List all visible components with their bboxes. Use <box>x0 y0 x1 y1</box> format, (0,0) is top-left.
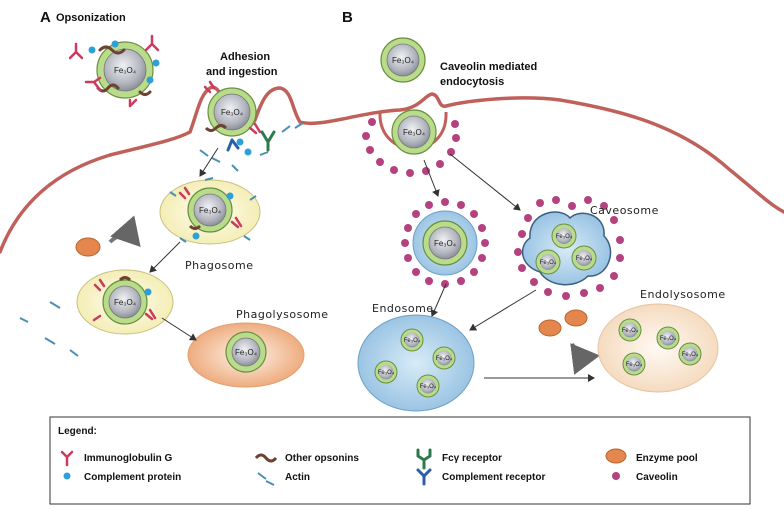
arrow-caveola-to-vesicle <box>423 159 440 197</box>
svg-text:Fe₃O₄: Fe₃O₄ <box>199 206 221 215</box>
svg-text:Fe₃O₄: Fe₃O₄ <box>682 352 699 358</box>
caveolin-label-line1: Caveolin mediated <box>440 61 537 73</box>
endosome-label: Endosome <box>372 302 434 315</box>
phagolysosome: Fe₃O₄ <box>187 322 305 388</box>
cell-membrane <box>0 85 784 254</box>
svg-text:Fe₃O₄: Fe₃O₄ <box>626 362 643 368</box>
svg-text:Fe₃O₄: Fe₃O₄ <box>114 66 136 75</box>
legend: Legend: Immunoglobulin G Complement prot… <box>49 416 751 505</box>
arrow-phagosome2-to-phagolysosome <box>161 317 197 341</box>
ingesting-nanoparticle: Fe₃O₄ <box>203 80 276 156</box>
enzyme-pool-b1 <box>538 319 562 337</box>
actin-icon <box>257 472 275 486</box>
svg-text:Complement receptor: Complement receptor <box>442 472 545 483</box>
svg-text:Complement protein: Complement protein <box>84 472 181 483</box>
enzyme-arrow-a <box>108 215 141 248</box>
adhesion-label-line2: and ingestion <box>206 66 278 78</box>
phagosome-2: Fe₃O₄ <box>76 269 174 335</box>
svg-text:Caveolin: Caveolin <box>636 472 678 483</box>
svg-text:Fe₃O₄: Fe₃O₄ <box>404 338 421 344</box>
legend-item-enzyme-pool: Enzyme pool <box>605 448 698 464</box>
legend-item-complement-receptor: Complement receptor <box>416 468 545 486</box>
svg-text:Fe₃O₄: Fe₃O₄ <box>576 256 593 262</box>
phagosome-label: Phagosome <box>185 259 254 272</box>
endolysosome: Fe₃O₄ Fe₃O₄ Fe₃O₄ Fe₃O₄ <box>597 303 719 393</box>
svg-text:Immunoglobulin G: Immunoglobulin G <box>84 453 173 464</box>
arrow-caveola-to-caveosome <box>449 153 521 211</box>
svg-text:Fe₃O₄: Fe₃O₄ <box>556 234 573 240</box>
legend-item-actin: Actin <box>257 472 310 486</box>
endosome: Fe₃O₄ Fe₃O₄ Fe₃O₄ Fe₃O₄ <box>357 314 475 412</box>
svg-text:Fe₃O₄: Fe₃O₄ <box>392 56 414 65</box>
enzyme-arrow-b <box>570 342 600 375</box>
legend-item-caveolin: Caveolin <box>612 472 678 483</box>
legend-item-igg: Immunoglobulin G <box>60 450 173 467</box>
svg-text:Actin: Actin <box>285 472 310 483</box>
free-nanoparticle-b: Fe₃O₄ <box>380 37 426 83</box>
phagosome-1: Fe₃O₄ <box>159 177 261 245</box>
svg-text:Fe₃O₄: Fe₃O₄ <box>235 348 257 357</box>
legend-item-complement-protein: Complement protein <box>63 472 181 483</box>
legend-item-fc-receptor: Fcγ receptor <box>416 448 502 470</box>
arrow-ingest-to-phagosome <box>199 147 219 177</box>
arrow-phagosome-to-phagosome2 <box>149 241 181 273</box>
free-igg <box>68 42 84 60</box>
caveolin-vesicle: Fe₃O₄ <box>401 198 489 288</box>
complement-receptor-icon <box>416 468 432 486</box>
svg-text:Fe₃O₄: Fe₃O₄ <box>403 128 425 137</box>
enzyme-pool-a <box>75 237 101 257</box>
endolysosome-label: Endolysosome <box>640 288 726 301</box>
caveolin-icon <box>612 472 620 480</box>
caveosome-label: Caveosome <box>590 204 659 217</box>
svg-text:Fe₃O₄: Fe₃O₄ <box>221 108 243 117</box>
legend-item-opsonins: Other opsonins <box>254 453 359 464</box>
complement-protein-icon <box>63 472 71 480</box>
caveola-invagination: Fe₃O₄ <box>362 109 460 177</box>
fc-receptor-icon <box>416 448 432 470</box>
arrow-vesicle-to-endosome <box>430 283 447 317</box>
svg-text:Fe₃O₄: Fe₃O₄ <box>540 260 557 266</box>
adhesion-label-line1: Adhesion <box>220 51 270 63</box>
opsonin-icon <box>254 453 278 463</box>
caveosome: Fe₃O₄ Fe₃O₄ Fe₃O₄ <box>514 196 624 300</box>
svg-text:Fe₃O₄: Fe₃O₄ <box>622 328 639 334</box>
igg-icon <box>60 450 74 467</box>
svg-text:Enzyme pool: Enzyme pool <box>636 453 698 464</box>
caveolin-label-line2: endocytosis <box>440 76 504 88</box>
svg-text:Fe₃O₄: Fe₃O₄ <box>436 356 453 362</box>
enzyme-pool-b2 <box>564 309 588 327</box>
arrow-caveosome-to-endosome <box>469 289 537 331</box>
phagolysosome-label: Phagolysosome <box>236 308 329 321</box>
opsonization-label: Opsonization <box>56 12 126 24</box>
free-complement <box>88 46 96 54</box>
opsonized-nanoparticle: Fe₃O₄ <box>84 34 160 108</box>
svg-text:Fe₃O₄: Fe₃O₄ <box>114 298 136 307</box>
svg-text:Fe₃O₄: Fe₃O₄ <box>434 239 456 248</box>
panel-a-label: A <box>40 9 51 26</box>
svg-text:Fcγ receptor: Fcγ receptor <box>442 453 502 464</box>
svg-text:Fe₃O₄: Fe₃O₄ <box>660 336 677 342</box>
panel-b-label: B <box>342 9 353 26</box>
svg-text:Fe₃O₄: Fe₃O₄ <box>420 384 437 390</box>
svg-text:Other opsonins: Other opsonins <box>285 453 359 464</box>
legend-title: Legend: <box>58 426 97 437</box>
svg-text:Fe₃O₄: Fe₃O₄ <box>378 370 395 376</box>
enzyme-pool-icon <box>605 448 627 464</box>
